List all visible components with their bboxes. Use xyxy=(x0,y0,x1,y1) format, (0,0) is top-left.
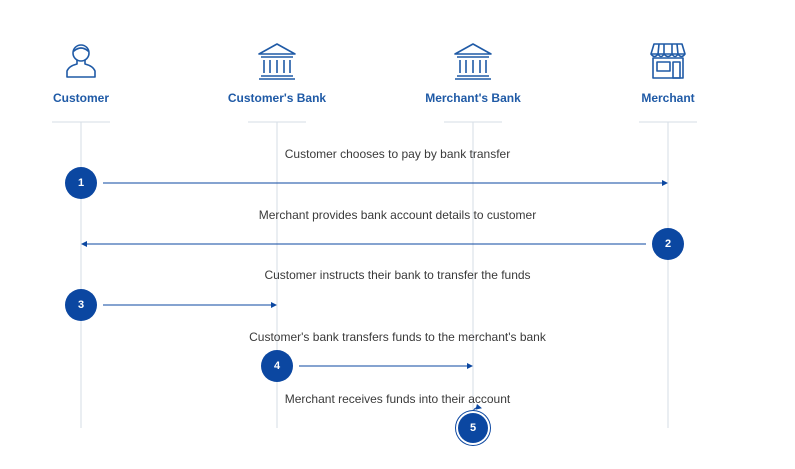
actor-label: Merchant's Bank xyxy=(425,91,521,105)
step-3-text: Customer instructs their bank to transfe… xyxy=(264,268,531,282)
actor-label: Merchant xyxy=(641,91,695,105)
step-1-text: Customer chooses to pay by bank transfer xyxy=(284,147,511,161)
bank-icon xyxy=(258,43,296,80)
bank-icon xyxy=(454,43,492,80)
step-2-text: Merchant provides bank account details t… xyxy=(258,208,537,222)
actor-merchant-bank: Merchant's Bank xyxy=(393,40,553,105)
step-5-arrow xyxy=(472,403,482,415)
actor-customer-bank: Customer's Bank xyxy=(197,40,357,105)
actor-label: Customer xyxy=(52,91,109,105)
step-1-badge: 1 xyxy=(65,167,97,199)
step-5-text: Merchant receives funds into their accou… xyxy=(284,392,511,406)
customer-person-icon xyxy=(66,44,96,78)
step-4-badge: 4 xyxy=(261,350,293,382)
shop-storefront-icon xyxy=(650,43,686,79)
actor-customer: Customer xyxy=(1,40,161,105)
actor-merchant: Merchant xyxy=(588,40,748,105)
step-2-badge: 2 xyxy=(652,228,684,260)
step-3-badge: 3 xyxy=(65,289,97,321)
step-4-text: Customer's bank transfers funds to the m… xyxy=(249,330,546,344)
step-5-badge: 5 xyxy=(458,413,488,443)
actor-label: Customer's Bank xyxy=(227,91,327,105)
